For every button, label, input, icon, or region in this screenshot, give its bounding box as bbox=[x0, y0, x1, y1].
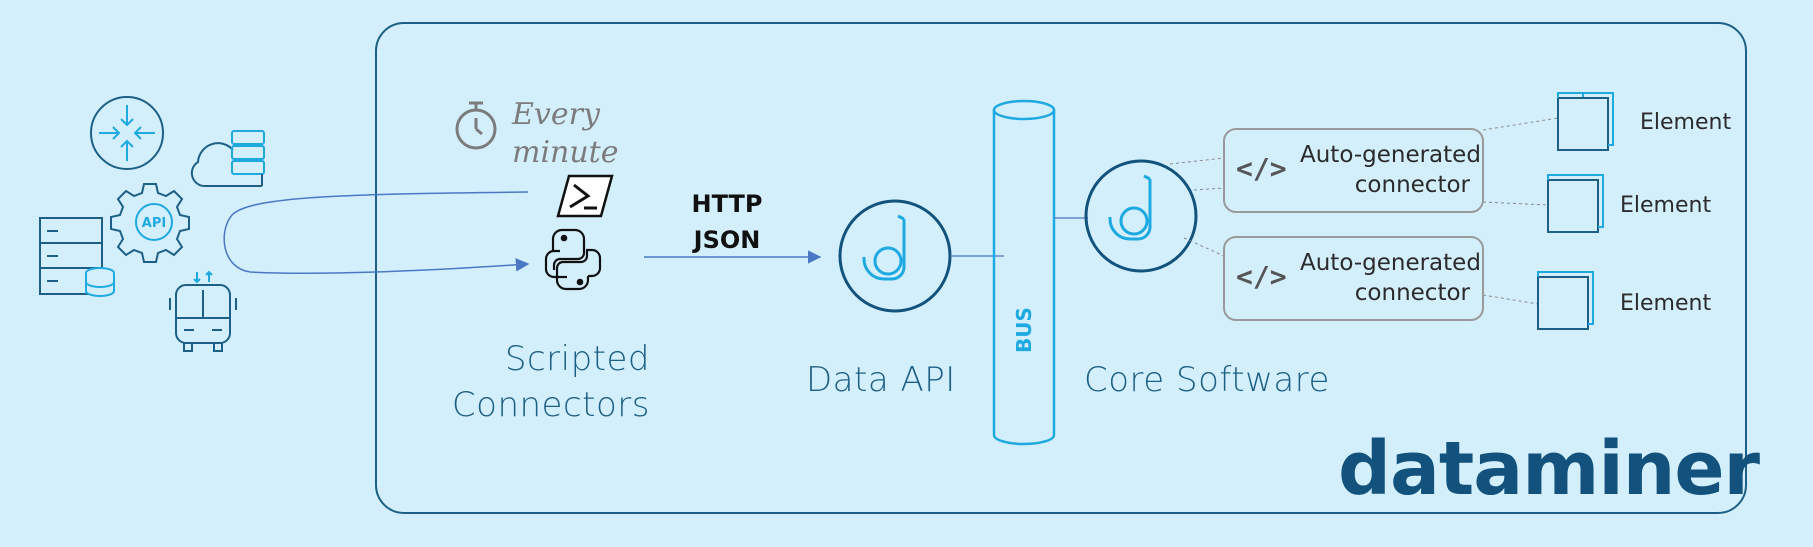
connector-1-label: Auto-generated connector bbox=[1300, 140, 1481, 200]
connector-1-line-1: Auto-generated bbox=[1300, 142, 1481, 168]
protocol-json: JSON bbox=[693, 226, 761, 254]
connector-1-line-2: connector bbox=[1354, 172, 1470, 198]
data-api-label: Data API bbox=[806, 360, 956, 400]
server-rack-database-icon bbox=[39, 217, 115, 297]
stopwatch-icon bbox=[455, 101, 497, 150]
element-icon bbox=[1537, 271, 1594, 330]
platform-frame bbox=[375, 22, 1747, 514]
core-node bbox=[1084, 159, 1198, 273]
scripted-connectors-label: Scripted Connectors bbox=[440, 336, 650, 428]
element-label-2: Element bbox=[1620, 193, 1712, 218]
code-icon: </> bbox=[1236, 152, 1287, 185]
core-software-label: Core Software bbox=[1084, 360, 1330, 400]
timer-line-2: minute bbox=[512, 135, 619, 170]
powershell-icon bbox=[556, 174, 614, 218]
bus-icon bbox=[169, 270, 237, 352]
timer-line-1: Every bbox=[512, 97, 600, 132]
element-icon bbox=[1557, 92, 1614, 151]
element-icon bbox=[1547, 174, 1604, 233]
data-api-node bbox=[838, 199, 952, 313]
svg-text:API: API bbox=[142, 216, 166, 231]
bus-cylinder bbox=[992, 99, 1056, 446]
bus-label-wrap: BUS bbox=[1010, 300, 1040, 360]
timer-label: Every minute bbox=[512, 96, 619, 172]
element-label-3: Element bbox=[1620, 291, 1712, 316]
protocol-http: HTTP bbox=[691, 190, 763, 218]
code-icon: </> bbox=[1236, 260, 1287, 293]
source-flow-arrow bbox=[223, 191, 530, 275]
element-label-1: Element bbox=[1640, 110, 1732, 135]
connector-box-1 bbox=[1223, 128, 1484, 213]
scripted-label-line-1: Scripted bbox=[504, 339, 650, 379]
bus-label: BUS bbox=[1012, 307, 1036, 353]
api-gear-icon: API bbox=[110, 183, 190, 263]
compress-arrows-icon bbox=[90, 96, 164, 170]
dataminer-logo: dataminer bbox=[1338, 426, 1760, 512]
connector-box-2 bbox=[1223, 236, 1484, 321]
connector-2-line-1: Auto-generated bbox=[1300, 250, 1481, 276]
scripted-label-line-2: Connectors bbox=[451, 385, 650, 425]
dashed-links bbox=[1169, 117, 1559, 305]
protocol-label: HTTP JSON bbox=[672, 186, 782, 258]
cloud-server-icon bbox=[190, 130, 265, 188]
connector-2-label: Auto-generated connector bbox=[1300, 248, 1481, 308]
connector-2-line-2: connector bbox=[1354, 280, 1470, 306]
python-icon bbox=[544, 228, 602, 291]
